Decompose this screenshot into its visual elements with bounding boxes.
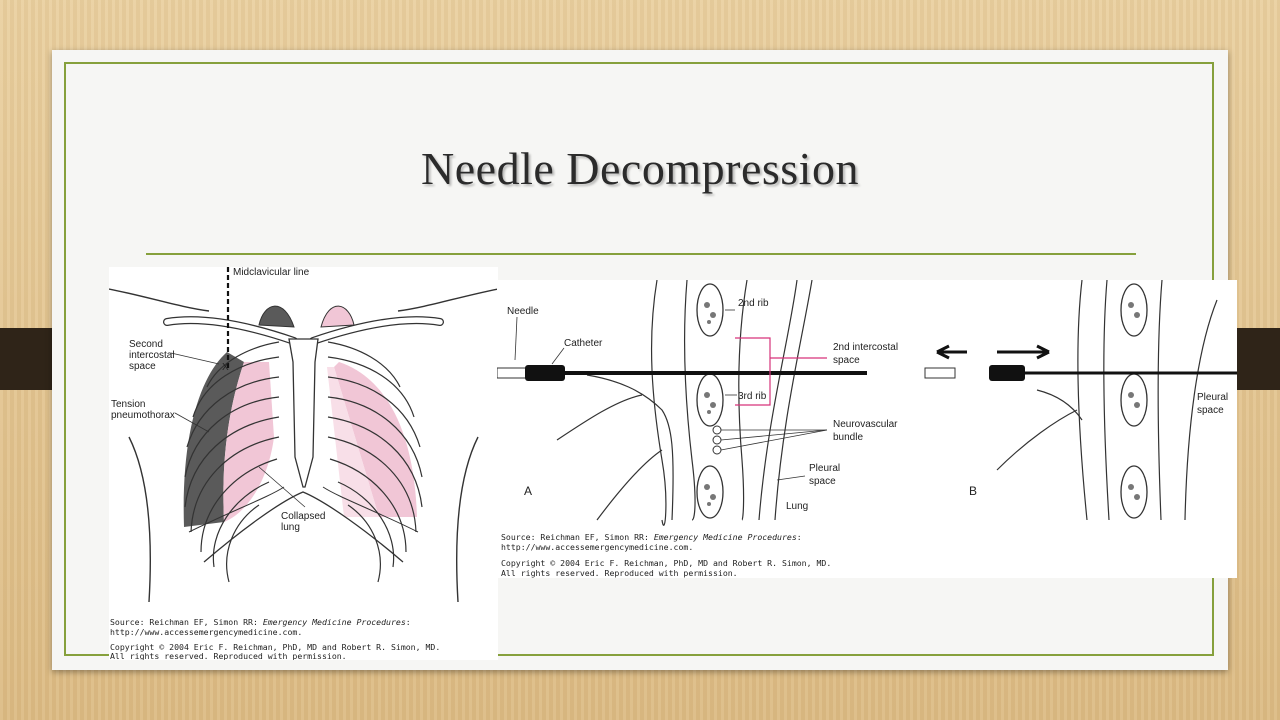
- slide-title: Needle Decompression: [421, 143, 859, 194]
- chest-caption-copyright: Copyright © 2004 Eric F. Reichman, PhD, …: [110, 642, 440, 652]
- chest-diagram-figure: X Midclavicular line Second intercostal …: [108, 267, 499, 661]
- label-tension-2: pneumothorax: [111, 410, 175, 421]
- label-panel-a: A: [524, 484, 532, 498]
- label-2nd-intercostal-2: space: [833, 355, 860, 366]
- needle-caption-copyright: Copyright © 2004 Eric F. Reichman, PhD, …: [501, 558, 831, 568]
- label-needle: Needle: [507, 306, 539, 317]
- chest-caption-source: Source: Reichman EF, Simon RR: Emergency…: [110, 617, 411, 627]
- label-second-intercostal-2: intercostal: [129, 350, 175, 361]
- label-3rd-rib: 3rd rib: [738, 391, 767, 402]
- chest-diagram-svg: X Midclavicular line Second intercostal …: [108, 267, 499, 661]
- insertion-x-mark: X: [222, 362, 229, 373]
- needle-caption-source: Source: Reichman EF, Simon RR: Emergency…: [501, 532, 802, 542]
- label-2nd-rib: 2nd rib: [738, 298, 769, 309]
- needle-catheter-figure: Needle Catheter 2nd rib 3rd rib 2nd inte…: [496, 279, 1237, 578]
- label-second-intercostal-3: space: [129, 361, 156, 372]
- label-2nd-intercostal-1: 2nd intercostal: [833, 342, 898, 353]
- label-pleural-space-2: space: [809, 476, 836, 487]
- chest-caption-url: http://www.accessemergencymedicine.com.: [110, 627, 302, 637]
- chest-caption-rights: All rights reserved. Reproduced with per…: [110, 651, 347, 660]
- label-pleural-space-1: Pleural: [809, 463, 840, 474]
- label-collapsed-1: Collapsed: [281, 511, 325, 522]
- label-pleural-b-1: Pleural: [1197, 392, 1228, 403]
- label-neurovascular-2: bundle: [833, 432, 863, 443]
- label-neurovascular-1: Neurovascular: [833, 419, 898, 430]
- label-collapsed-2: lung: [281, 522, 300, 533]
- label-panel-b: B: [969, 484, 977, 498]
- label-tension-1: Tension: [111, 399, 145, 410]
- needle-diagram-svg: Needle Catheter 2nd rib 3rd rib 2nd inte…: [496, 279, 1237, 578]
- label-lung: Lung: [786, 501, 808, 512]
- label-pleural-b-2: space: [1197, 405, 1224, 416]
- label-midclavicular-line: Midclavicular line: [233, 267, 310, 278]
- label-catheter: Catheter: [564, 338, 603, 349]
- needle-caption-url: http://www.accessemergencymedicine.com.: [501, 542, 693, 552]
- label-second-intercostal-1: Second: [129, 339, 163, 350]
- title-underline: [146, 253, 1136, 255]
- needle-caption-rights: All rights reserved. Reproduced with per…: [501, 568, 738, 578]
